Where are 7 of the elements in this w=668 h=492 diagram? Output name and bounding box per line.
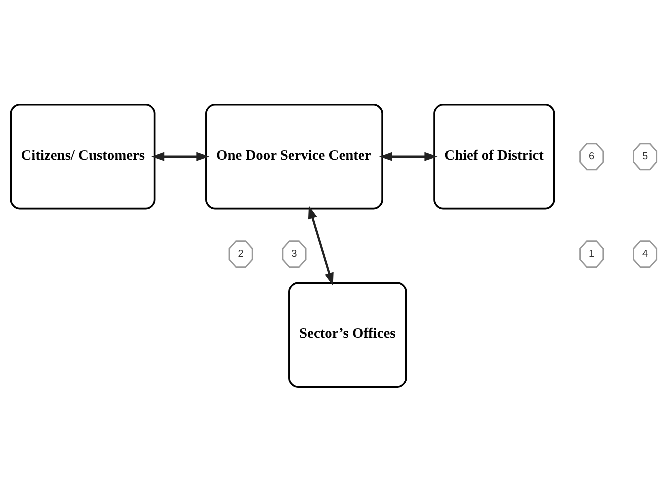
arrow [152, 152, 210, 162]
node-box: Citizens/ Customers [10, 104, 156, 210]
arrow [379, 152, 438, 162]
node-box: Chief of District [434, 104, 556, 210]
node-box: Sector’s Offices [288, 282, 408, 388]
arrow [308, 206, 334, 286]
node-box: One Door Service Center [206, 104, 384, 210]
